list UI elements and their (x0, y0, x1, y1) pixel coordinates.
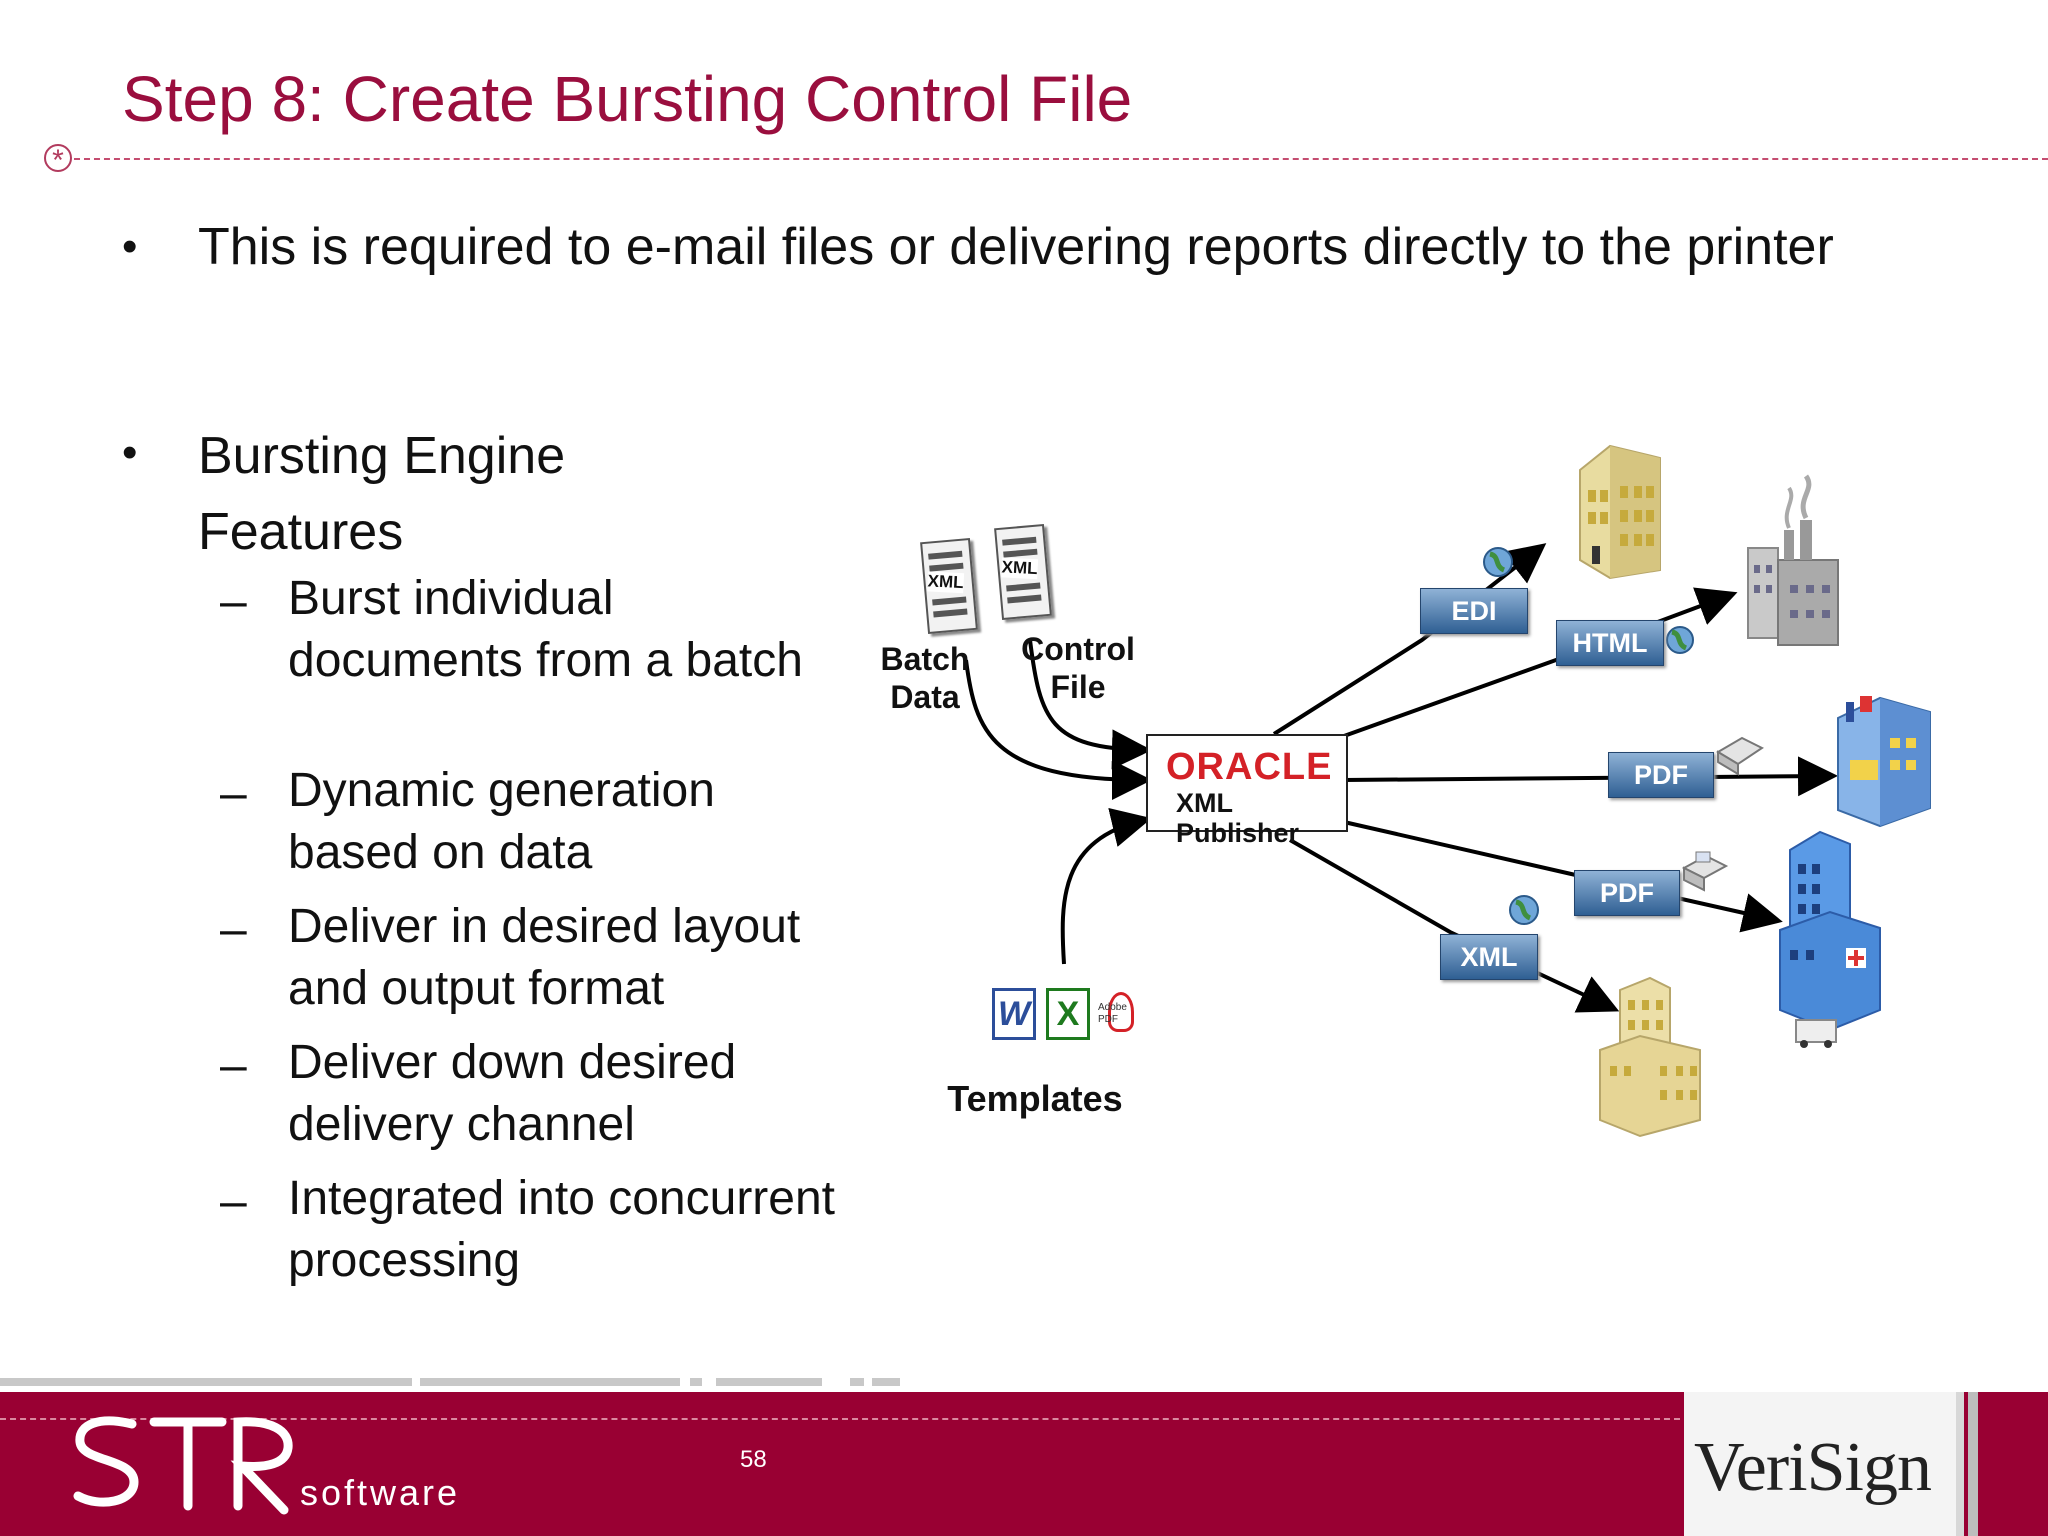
slide-title: Step 8: Create Bursting Control File (122, 63, 1133, 135)
batch-data-label: Batch Data (880, 641, 970, 715)
subpoint-3: Deliver in desired layout and output for… (288, 900, 801, 1015)
hospital-icon (1779, 830, 1881, 1048)
dash-marker: – (220, 1039, 247, 1092)
tag-edi: EDI (1420, 588, 1528, 634)
globe-icon (1509, 895, 1539, 925)
tag-html: HTML (1556, 620, 1664, 666)
oracle-logo: ORACLE (1166, 746, 1333, 788)
globe-icon (1666, 626, 1694, 654)
footer-accent-bar (872, 1378, 900, 1386)
arrow-control-file (1028, 639, 1152, 770)
arrow-edi (1272, 543, 1547, 736)
dash-marker: – (220, 767, 247, 820)
bullet-dot: • (122, 222, 138, 271)
arrow-pdf-1 (1343, 756, 1838, 797)
page-number: 58 (740, 1446, 767, 1473)
arrow-html (1343, 587, 1738, 738)
tag-pdf-1: PDF (1608, 752, 1714, 798)
bullet-bursting-engine: Bursting Engine Features (198, 427, 566, 561)
subpoint-5: Integrated into concurrent processing (288, 1172, 836, 1287)
arrow-xml (1289, 838, 1620, 1013)
subpoint-4: Deliver down desired delivery channel (288, 1036, 737, 1151)
footer-divider (0, 1418, 1680, 1420)
xml-publisher-label: XML Publisher (1176, 788, 1300, 848)
factory-icon (1747, 474, 1839, 646)
oracle-xml-publisher-box: ORACLE XML Publisher (1146, 734, 1348, 848)
excel-icon: X (1046, 988, 1090, 1040)
printer-icon (1681, 851, 1729, 892)
batch-data-document-icon: XML (920, 537, 978, 635)
fax-printer-icon (1716, 736, 1764, 776)
footer-accent-bar (690, 1378, 702, 1386)
control-file-document-icon: XML (994, 523, 1052, 621)
dash-marker: – (220, 575, 247, 628)
title-divider (74, 158, 2048, 160)
office-building-icon (1579, 444, 1661, 580)
tag-pdf-2: PDF (1574, 870, 1680, 916)
footer-accent-bar (420, 1378, 680, 1386)
arrow-templates (1060, 807, 1152, 965)
bullet-dot: • (122, 428, 138, 477)
footer-stripe (1968, 1392, 1978, 1536)
adobe-pdf-icon: Adobe PDF (1098, 992, 1144, 1038)
footer-accent-bar (0, 1378, 412, 1386)
str-logo-icon (73, 1416, 293, 1515)
bullet-required: This is required to e-mail files or deli… (198, 218, 1834, 276)
brand-software-text: software (300, 1472, 461, 1513)
dash-marker: – (220, 903, 247, 956)
verisign-logo-text: VeriSign (1694, 1429, 1932, 1506)
subpoint-1: Burst individual documents from a batch (288, 572, 803, 687)
store-building-icon (1837, 696, 1931, 828)
subpoint-2: Dynamic generation based on data (288, 764, 715, 879)
globe-icon (1483, 547, 1513, 577)
footer-accent-bar (716, 1378, 822, 1386)
footer-stripe (1956, 1392, 1964, 1536)
control-file-label: Control File (1021, 631, 1135, 705)
verisign-logo: VeriSign (1684, 1392, 1956, 1536)
templates-label: Templates (947, 1078, 1123, 1119)
tag-xml: XML (1440, 934, 1538, 980)
dash-marker: – (220, 1175, 247, 1228)
asterisk-icon: * (44, 144, 72, 176)
word-icon: W (992, 988, 1036, 1040)
apartment-building-icon (1599, 976, 1701, 1138)
arrow-batch-data (964, 659, 1152, 800)
footer-accent-bar (850, 1378, 864, 1386)
